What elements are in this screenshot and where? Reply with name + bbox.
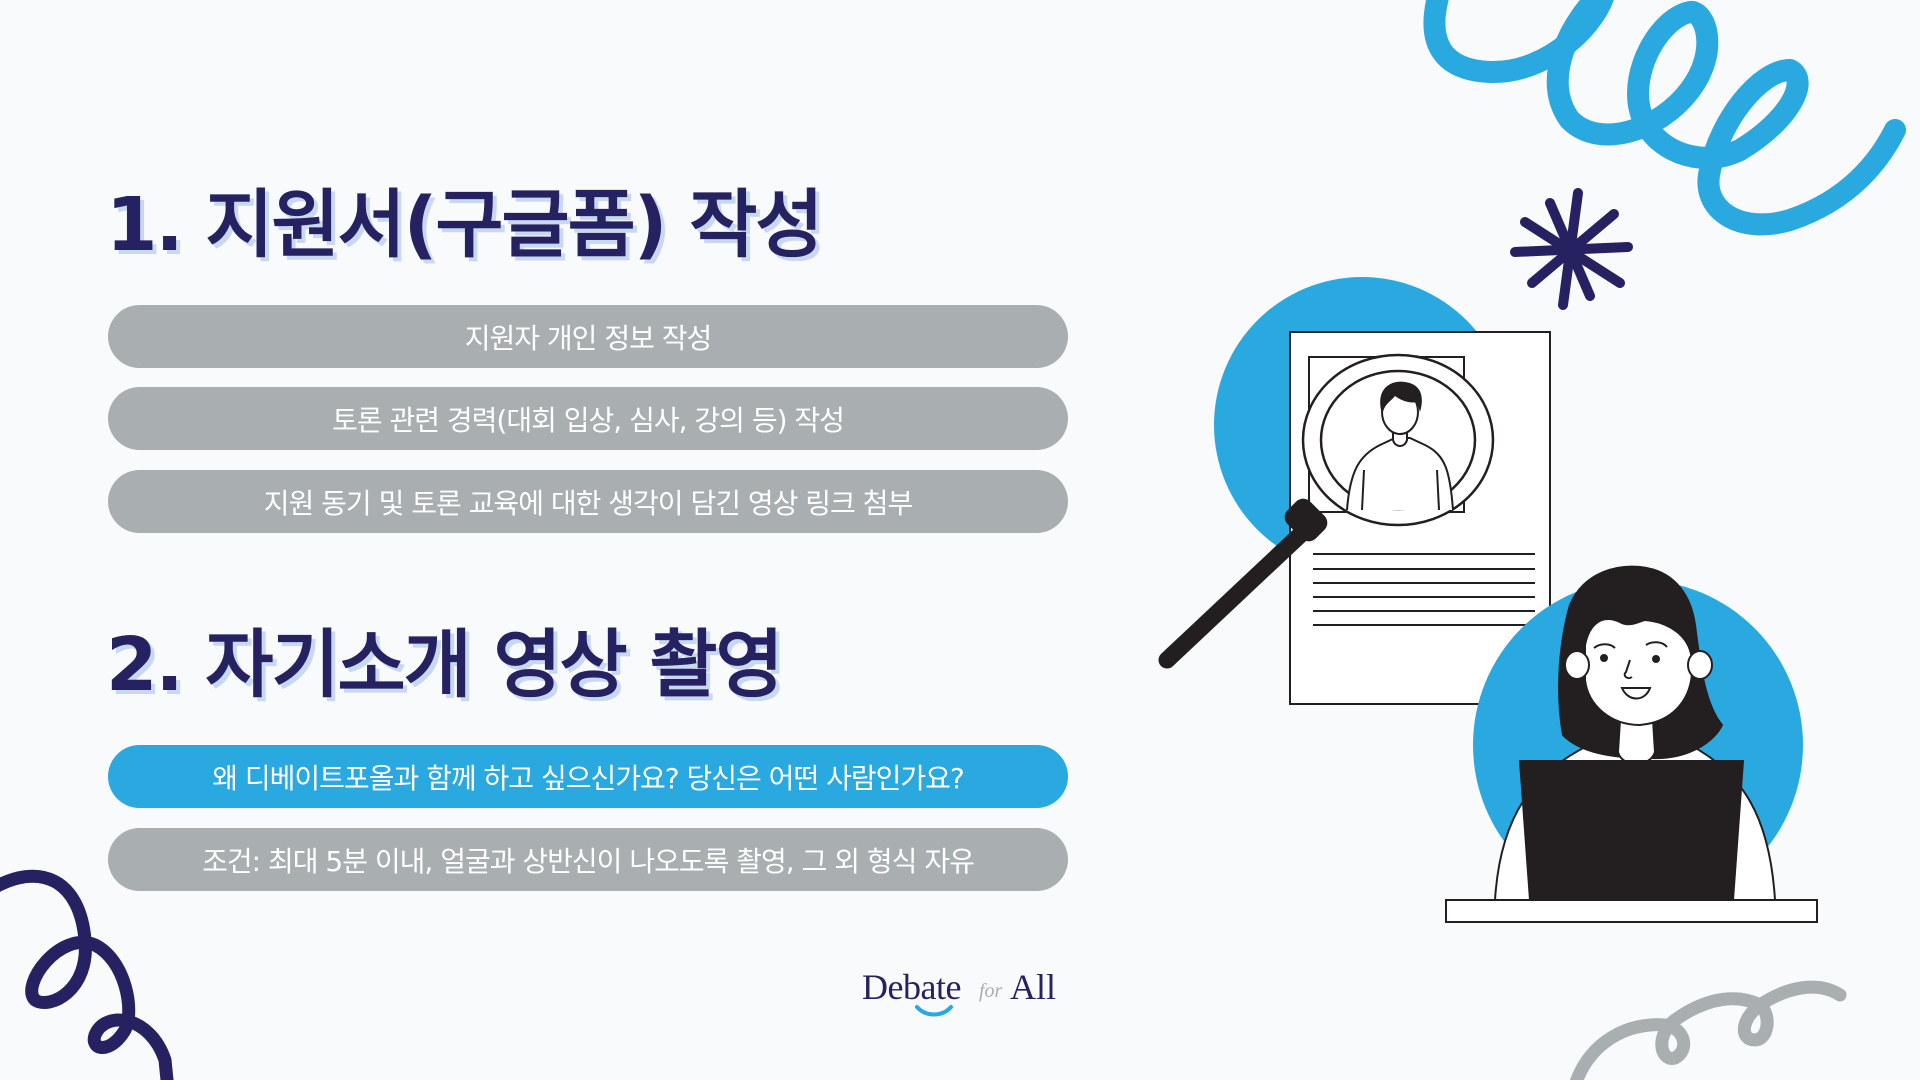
section-1-item-personal-info: 지원자 개인 정보 작성 [108, 305, 1068, 368]
blue-squiggle-decoration [1423, 0, 1906, 236]
section-1-item-debate-career: 토론 관련 경력(대회 입상, 심사, 강의 등) 작성 [108, 387, 1068, 450]
logo-word-all: All [1010, 967, 1057, 1007]
navy-squiggle-decoration [0, 869, 174, 1080]
woman-with-laptop-illustration [1445, 565, 1818, 923]
navy-asterisk-decoration [1510, 188, 1633, 310]
section-1-item-video-link: 지원 동기 및 토론 교육에 대한 생각이 담긴 영상 링크 첨부 [108, 470, 1068, 533]
section-1-title: 1. 지원서(구글폼) 작성 [106, 182, 823, 268]
resume-magnifier-illustration [1158, 277, 1551, 705]
gray-squiggle-decoration [1569, 980, 1847, 1080]
logo-word-for: for [979, 980, 1003, 1002]
section-2-item-conditions: 조건: 최대 5분 이내, 얼굴과 상반신이 나오도록 촬영, 그 외 형식 자… [108, 828, 1068, 891]
section-2-item-question: 왜 디베이트포올과 함께 하고 싶으신가요? 당신은 어떤 사람인가요? [108, 745, 1068, 808]
section-2-title: 2. 자기소개 영상 촬영 [106, 622, 784, 708]
logo-word-debate: Debate [862, 967, 961, 1007]
smile-swoosh-icon [915, 1005, 953, 1017]
debate-for-all-logo: Debate for All [862, 966, 1062, 1018]
